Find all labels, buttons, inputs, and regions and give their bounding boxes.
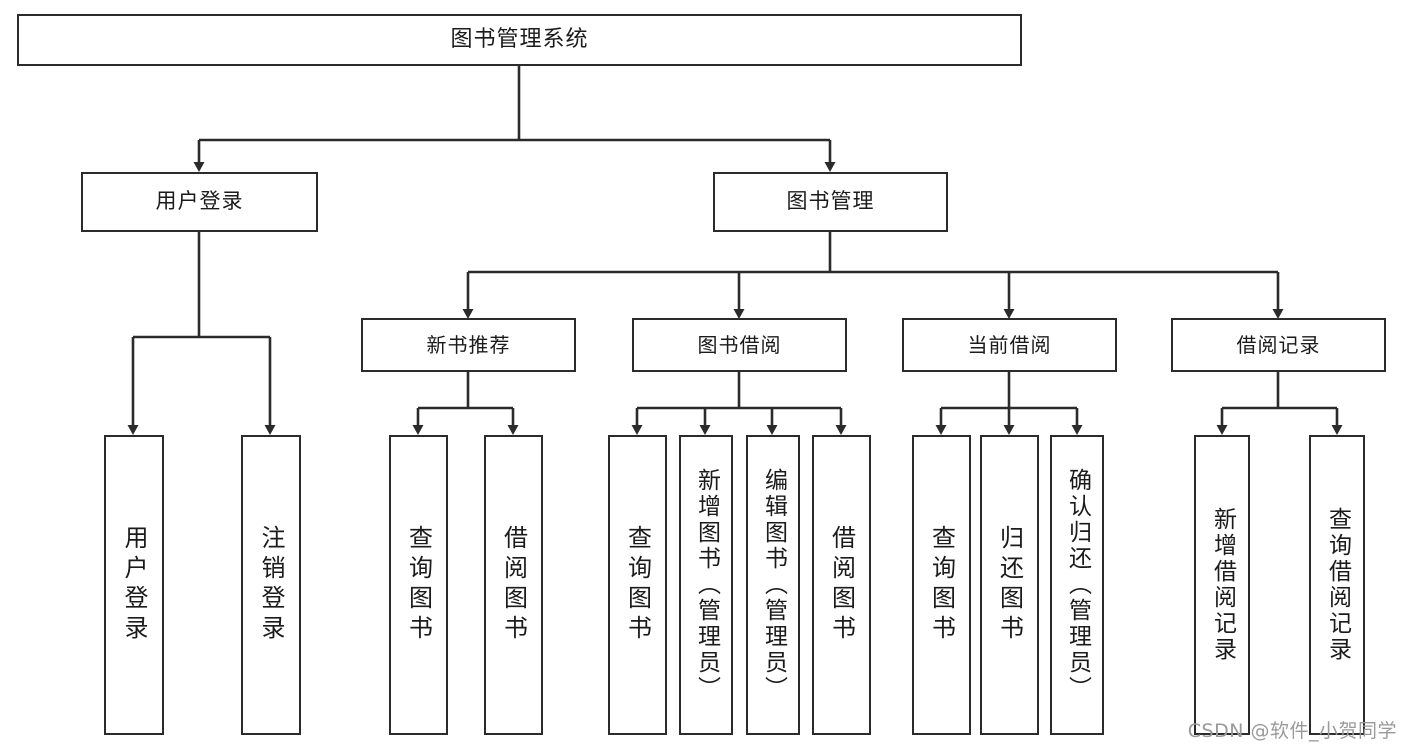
node-leaf-borrow-book-2-label: 借阅图书 [827,525,856,645]
node-leaf-query-book-1[interactable]: 查询图书 [389,435,448,735]
node-leaf-user-login[interactable]: 用户登录 [104,435,164,735]
node-current-borrow-label: 当前借阅 [967,332,1052,357]
watermark-text: CSDN @软件_小贺同学 [1187,720,1397,742]
node-book-manage[interactable]: 图书管理 [713,172,948,232]
node-leaf-query-book-3[interactable]: 查询图书 [912,435,971,735]
node-leaf-return-book-label: 归还图书 [995,525,1024,645]
node-leaf-user-login-label: 用户登录 [120,525,148,645]
node-leaf-query-book-2-label: 查询图书 [623,525,652,645]
node-leaf-borrow-book-1[interactable]: 借阅图书 [484,435,543,735]
node-root[interactable]: 图书管理系统 [17,14,1022,66]
node-borrow-record[interactable]: 借阅记录 [1171,318,1386,372]
node-current-borrow[interactable]: 当前借阅 [902,318,1117,372]
node-leaf-borrow-book-2[interactable]: 借阅图书 [812,435,871,735]
node-user-login[interactable]: 用户登录 [81,172,318,232]
node-leaf-query-record-label: 查询借阅记录 [1324,507,1351,663]
node-leaf-confirm-return-label: 确认归还（管理员） [1064,468,1091,702]
node-leaf-add-book-label: 新增图书（管理员） [693,468,720,702]
node-leaf-query-record[interactable]: 查询借阅记录 [1309,435,1365,735]
node-borrow-record-label: 借阅记录 [1236,332,1321,357]
node-book-manage-label: 图书管理 [786,189,875,214]
node-new-book-recommend[interactable]: 新书推荐 [361,318,576,372]
node-leaf-add-record-label: 新增借阅记录 [1209,507,1236,663]
node-leaf-edit-book[interactable]: 编辑图书（管理员） [746,435,800,735]
node-root-label: 图书管理系统 [450,26,589,52]
node-leaf-query-book-2[interactable]: 查询图书 [608,435,667,735]
node-user-login-label: 用户登录 [155,189,244,214]
node-leaf-return-book[interactable]: 归还图书 [980,435,1039,735]
node-leaf-user-logout[interactable]: 注销登录 [241,435,301,735]
node-leaf-user-logout-label: 注销登录 [257,525,285,645]
node-book-borrow[interactable]: 图书借阅 [632,318,847,372]
node-leaf-add-record[interactable]: 新增借阅记录 [1194,435,1250,735]
node-leaf-edit-book-label: 编辑图书（管理员） [760,468,787,702]
node-leaf-query-book-3-label: 查询图书 [927,525,956,645]
node-leaf-confirm-return[interactable]: 确认归还（管理员） [1050,435,1104,735]
node-leaf-add-book[interactable]: 新增图书（管理员） [679,435,733,735]
node-leaf-query-book-1-label: 查询图书 [404,525,433,645]
node-leaf-borrow-book-1-label: 借阅图书 [499,525,528,645]
node-new-book-recommend-label: 新书推荐 [426,332,511,357]
node-book-borrow-label: 图书借阅 [697,332,782,357]
